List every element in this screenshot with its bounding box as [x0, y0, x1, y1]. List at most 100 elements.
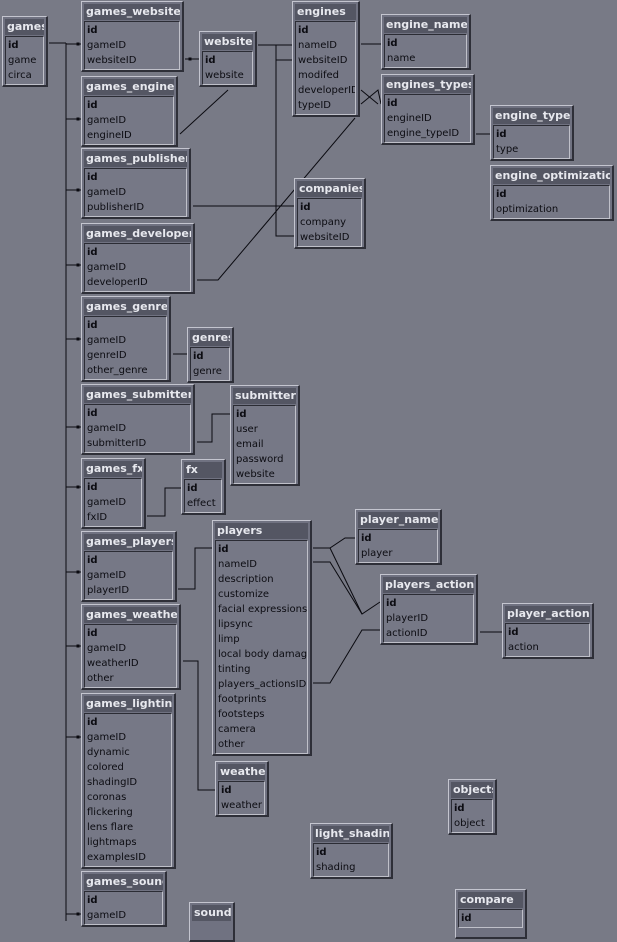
table-light-shading[interactable]: light_shadingidshading — [310, 823, 393, 879]
table-title[interactable]: light_shading — [313, 826, 389, 842]
primary-key-field[interactable]: id — [87, 628, 98, 639]
primary-key-field[interactable]: id — [508, 627, 519, 638]
field-player[interactable]: player — [361, 548, 393, 559]
table-title[interactable]: games_lighting — [84, 696, 172, 712]
field-lightmaps[interactable]: lightmaps — [87, 837, 137, 848]
field-gameid[interactable]: gameID — [87, 335, 127, 346]
field-type[interactable]: type — [496, 144, 519, 155]
table-title[interactable]: players — [215, 523, 308, 539]
field-publisherid[interactable]: publisherID — [87, 202, 145, 213]
table-title[interactable]: games_websites — [84, 4, 180, 20]
table-title[interactable]: companies — [297, 181, 362, 197]
field-website[interactable]: website — [236, 469, 275, 480]
table-objects[interactable]: objectsidobject — [448, 779, 497, 835]
field-footsteps[interactable]: footsteps — [218, 709, 265, 720]
field-engineid[interactable]: engineID — [87, 130, 132, 141]
table-title[interactable]: player_actions — [505, 606, 590, 622]
table-title[interactable]: websites — [202, 34, 253, 50]
field-other-genre[interactable]: other_genre — [87, 365, 148, 376]
table-weather[interactable]: weatheridweather — [215, 761, 269, 817]
field-gameid[interactable]: gameID — [87, 115, 127, 126]
primary-key-field[interactable]: id — [87, 25, 98, 36]
table-title[interactable]: genres — [190, 330, 230, 346]
primary-key-field[interactable]: id — [496, 189, 507, 200]
field-websiteid[interactable]: websiteID — [87, 55, 137, 66]
table-title[interactable]: submitters — [233, 388, 296, 404]
primary-key-field[interactable]: id — [496, 129, 507, 140]
table-title[interactable]: engine_names — [384, 17, 467, 33]
field-lipsync[interactable]: lipsync — [218, 619, 253, 630]
table-title[interactable]: engine_types — [493, 108, 570, 124]
primary-key-field[interactable]: id — [218, 544, 229, 555]
field-colored[interactable]: colored — [87, 762, 124, 773]
field-weatherid[interactable]: weatherID — [87, 658, 139, 669]
table-title[interactable]: engine_optimization — [493, 168, 610, 184]
primary-key-field[interactable]: id — [193, 351, 204, 362]
field-weather[interactable]: weather — [221, 800, 262, 811]
field-gameid[interactable]: gameID — [87, 643, 127, 654]
table-title[interactable]: games_developers — [84, 226, 191, 242]
field-circa[interactable]: circa — [8, 70, 32, 81]
field-customize[interactable]: customize — [218, 589, 270, 600]
primary-key-field[interactable]: id — [236, 409, 247, 420]
field-websiteid[interactable]: websiteID — [300, 232, 350, 243]
table-title[interactable]: sound — [192, 905, 231, 921]
primary-key-field[interactable]: id — [461, 913, 472, 924]
field-game[interactable]: game — [8, 55, 37, 66]
field-developerid[interactable]: developerID — [298, 85, 355, 96]
field-engine-typeid[interactable]: engine_typeID — [387, 128, 460, 139]
field-developerid[interactable]: developerID — [87, 277, 148, 288]
field-flickering[interactable]: flickering — [87, 807, 133, 818]
table-title[interactable]: games_weather — [84, 607, 177, 623]
primary-key-field[interactable]: id — [387, 98, 398, 109]
field-websiteid[interactable]: websiteID — [298, 55, 348, 66]
field-nameid[interactable]: nameID — [218, 559, 258, 570]
primary-key-field[interactable]: id — [386, 598, 397, 609]
field-footprints[interactable]: footprints — [218, 694, 267, 705]
field-shadingid[interactable]: shadingID — [87, 777, 138, 788]
field-other[interactable]: other — [87, 673, 114, 684]
primary-key-field[interactable]: id — [300, 202, 311, 213]
field-company[interactable]: company — [300, 217, 347, 228]
field-gameid[interactable]: gameID — [87, 187, 127, 198]
table-title[interactable]: player_names — [358, 512, 438, 528]
field-object[interactable]: object — [454, 818, 485, 829]
primary-key-field[interactable]: id — [87, 717, 98, 728]
field-lens-flare[interactable]: lens flare — [87, 822, 134, 833]
table-title[interactable]: games_submitters — [84, 387, 191, 403]
field-playerid[interactable]: playerID — [386, 613, 429, 624]
field-playerid[interactable]: playerID — [87, 585, 130, 596]
field-gameid[interactable]: gameID — [87, 732, 127, 743]
field-limp[interactable]: limp — [218, 634, 240, 645]
field-password[interactable]: password — [236, 454, 284, 465]
primary-key-field[interactable]: id — [205, 55, 216, 66]
table-title[interactable]: games_players — [84, 534, 173, 550]
table-companies[interactable]: companies id company websiteID — [294, 178, 366, 249]
primary-key-field[interactable]: id — [87, 172, 98, 183]
field-typeid[interactable]: typeID — [298, 100, 331, 111]
field-dynamic[interactable]: dynamic — [87, 747, 130, 758]
field-shading[interactable]: shading — [316, 862, 356, 873]
table-title[interactable]: engines_types — [384, 77, 471, 93]
field-modifed[interactable]: modifed — [298, 70, 340, 81]
field-facial-expressions[interactable]: facial expressions — [218, 604, 307, 615]
primary-key-field[interactable]: id — [87, 320, 98, 331]
field-gameid[interactable]: gameID — [87, 570, 127, 581]
field-camera[interactable]: camera — [218, 724, 256, 735]
